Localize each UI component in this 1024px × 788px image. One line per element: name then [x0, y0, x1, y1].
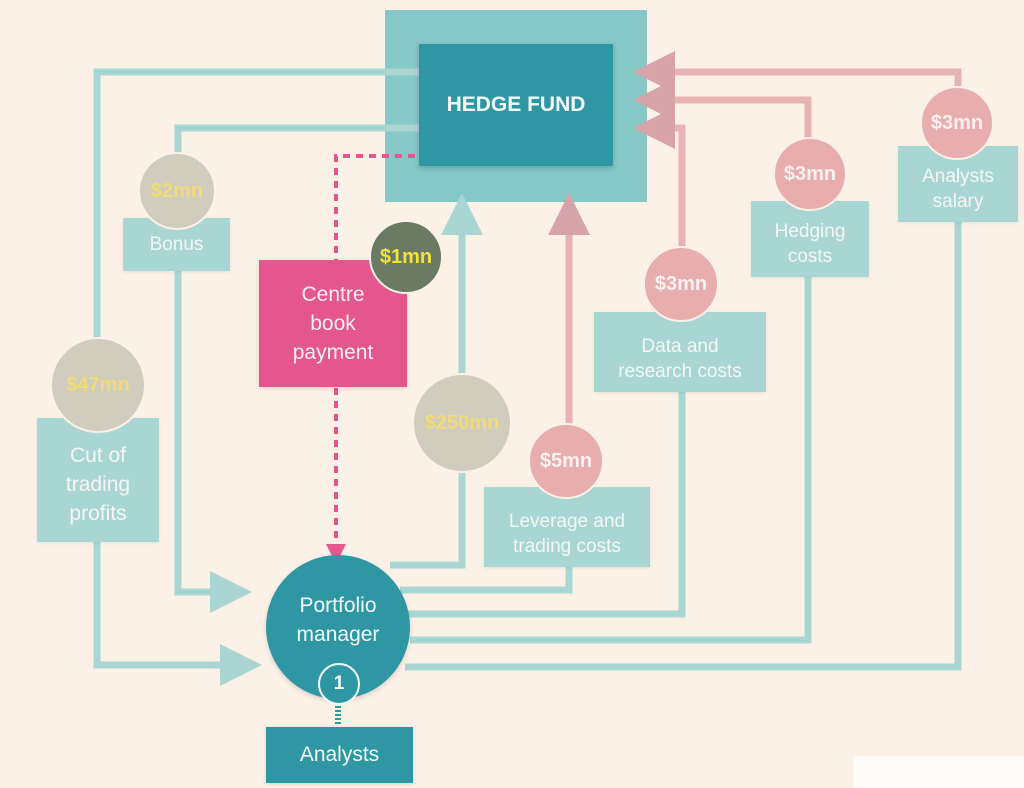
flow-line-centre-book-in: [334, 154, 415, 262]
analyst-count: 1: [333, 673, 345, 694]
analyst-count-badge: 1: [318, 663, 360, 705]
cut-of-profits-amount-bubble: $47mn: [50, 337, 146, 433]
leverage-trading-costs-box: Leverage and trading costs: [484, 487, 650, 567]
hedging-amount: $3mn: [783, 162, 837, 185]
flow-line-hedging-up: [633, 79, 812, 140]
cut-of-trading-profits-label: Cut of trading profits: [65, 443, 131, 525]
analysts-box: Analysts: [266, 727, 413, 783]
flow-line-salary-up: [633, 51, 962, 93]
flow-line-cut-of-profits-to-pm: [93, 515, 262, 686]
bonus-amount: $2mn: [150, 179, 204, 202]
centre-book-amount-bubble: $1mn: [369, 220, 443, 294]
hedge-fund-label: HEDGE FUND: [446, 93, 586, 116]
hedging-costs-box: Hedging costs: [751, 201, 869, 277]
cut-of-trading-profits-box: Cut of trading profits: [37, 418, 159, 542]
data-research-amount-bubble: $3mn: [643, 246, 719, 322]
analysts-salary-amount: $3mn: [930, 111, 984, 134]
bonus-label: Bonus: [149, 234, 204, 255]
data-research-costs-label: Data and research costs: [618, 336, 742, 382]
data-research-costs-box: Data and research costs: [594, 312, 766, 392]
flow-line-data-up: [633, 107, 686, 248]
flow-line-pm-hedging: [410, 275, 812, 644]
analysts-salary-label: Analysts salary: [922, 166, 994, 212]
centre-book-amount: $1mn: [379, 245, 433, 268]
bonus-amount-bubble: $2mn: [138, 152, 216, 230]
hedge-fund-box: HEDGE FUND: [419, 44, 613, 166]
data-research-amount: $3mn: [654, 272, 708, 295]
flow-line-pm-leverage: [400, 565, 573, 594]
flow-line-pm-salary: [405, 222, 962, 671]
analysts-label: Analysts: [299, 743, 380, 766]
hedging-amount-bubble: $3mn: [773, 137, 847, 211]
centre-book-payment-label: Centre book payment: [292, 283, 374, 364]
analysts-salary-amount-bubble: $3mn: [920, 86, 994, 160]
leverage-trading-costs-label: Leverage and trading costs: [508, 511, 626, 557]
cut-of-profits-amount: $47mn: [66, 373, 130, 396]
leverage-amount-bubble: $5mn: [528, 423, 604, 499]
flow-line-cut-of-profits: [93, 68, 420, 345]
hedging-costs-label: Hedging costs: [774, 221, 846, 267]
flow-line-pm-data: [405, 390, 686, 618]
capital-amount-bubble: $250mn: [412, 373, 512, 473]
capital-amount: $250mn: [424, 411, 500, 434]
flow-line-capital-down: [390, 470, 466, 569]
portfolio-manager-label: Portfolio manager: [296, 594, 380, 646]
flow-line-bonus: [174, 124, 420, 155]
corner-overlay: [853, 756, 1024, 788]
flow-line-bonus-to-pm: [174, 268, 252, 613]
leverage-amount: $5mn: [539, 449, 593, 472]
